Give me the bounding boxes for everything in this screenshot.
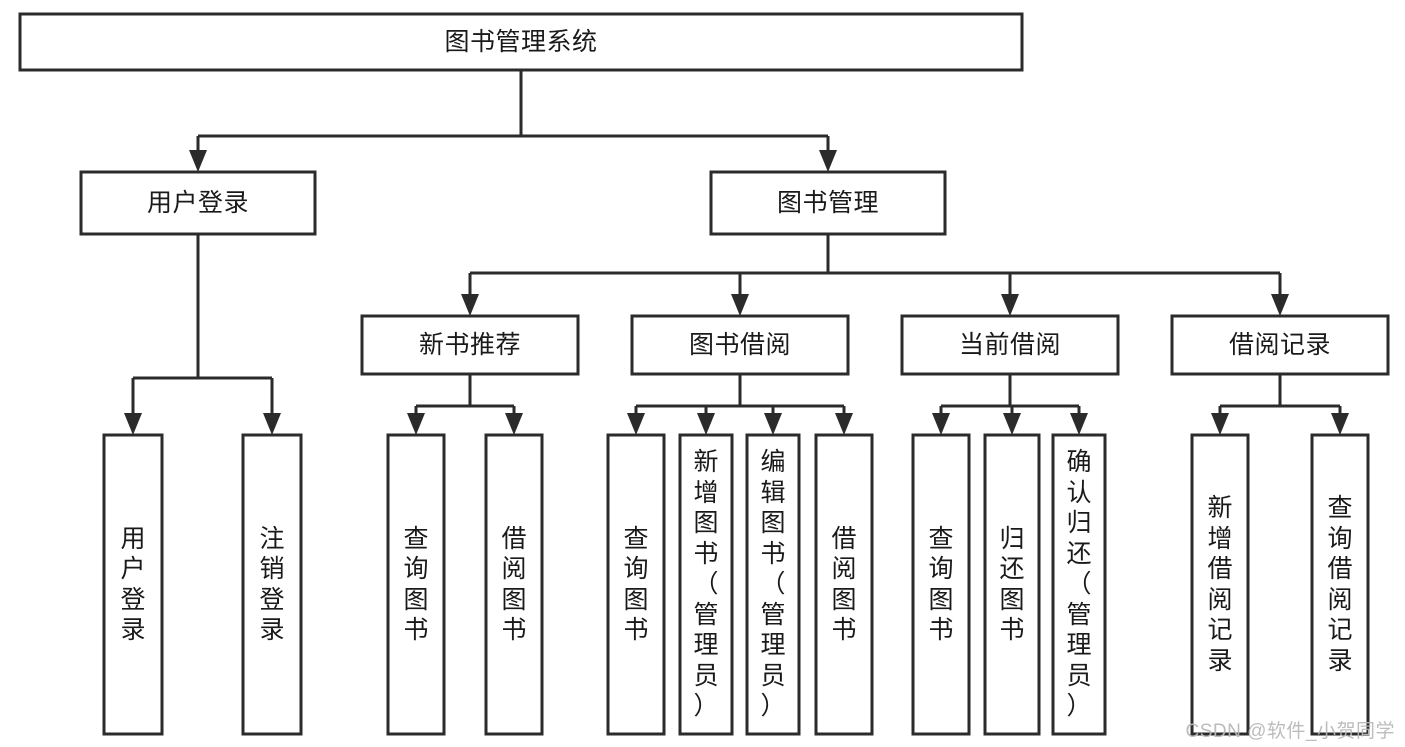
node-box-current-borrow[interactable]	[900, 314, 1120, 376]
connector-new-book-recommend	[414, 374, 516, 413]
node-box-br-add-record[interactable]	[1190, 433, 1250, 736]
arrow-head-icon	[189, 150, 207, 172]
node-box-bb-add-book-admin[interactable]	[678, 433, 734, 736]
arrow-head-icon	[697, 413, 715, 435]
watermark-text: CSDN @软件_小贺同学	[1185, 721, 1395, 742]
arrow-head-icon	[407, 413, 425, 435]
connector-user-login	[131, 234, 274, 413]
arrow-head-icon	[627, 413, 645, 435]
node-box-cb-query-book[interactable]	[911, 433, 971, 736]
node-box-borrow-records[interactable]	[1170, 314, 1390, 376]
arrow-head-icon	[461, 294, 479, 316]
arrow-head-icon	[932, 413, 950, 435]
node-box-bb-edit-book-admin[interactable]	[745, 433, 801, 736]
arrow-head-icon	[1003, 413, 1021, 435]
node-box-user-login[interactable]	[79, 170, 317, 236]
node-layer	[18, 12, 1390, 736]
arrow-head-icon	[124, 413, 142, 435]
node-box-cb-return-book[interactable]	[983, 433, 1041, 736]
arrow-head-icon	[731, 294, 749, 316]
node-box-new-book-recommend[interactable]	[360, 314, 580, 376]
arrow-head-icon	[505, 413, 523, 435]
arrow-head-icon	[1001, 294, 1019, 316]
node-box-bb-query-book[interactable]	[606, 433, 666, 736]
arrow-head-icon	[1271, 294, 1289, 316]
node-box-user-logout[interactable]	[241, 433, 303, 736]
connector-root	[196, 70, 830, 150]
node-box-br-query-record[interactable]	[1310, 433, 1370, 736]
arrow-head-icon	[263, 413, 281, 435]
arrow-head-icon	[1211, 413, 1229, 435]
node-box-nb-borrow-book[interactable]	[484, 433, 544, 736]
node-box-root[interactable]	[18, 12, 1024, 72]
connector-book-borrow	[634, 374, 846, 413]
arrow-head-icon	[835, 413, 853, 435]
connector-borrow-records	[1218, 374, 1342, 413]
node-box-user-login-do[interactable]	[102, 433, 164, 736]
connector-book-management	[468, 234, 1282, 294]
edge-layer	[124, 70, 1349, 435]
node-box-bb-borrow-book[interactable]	[814, 433, 874, 736]
node-box-book-borrow[interactable]	[630, 314, 850, 376]
node-box-cb-confirm-return-admin[interactable]	[1051, 433, 1107, 736]
arrow-head-icon	[819, 150, 837, 172]
connector-current-borrow	[939, 374, 1081, 413]
arrow-head-icon	[1070, 413, 1088, 435]
arrow-head-icon	[1331, 413, 1349, 435]
arrow-head-icon	[764, 413, 782, 435]
node-box-book-management[interactable]	[709, 170, 947, 236]
node-box-nb-query-book[interactable]	[386, 433, 446, 736]
